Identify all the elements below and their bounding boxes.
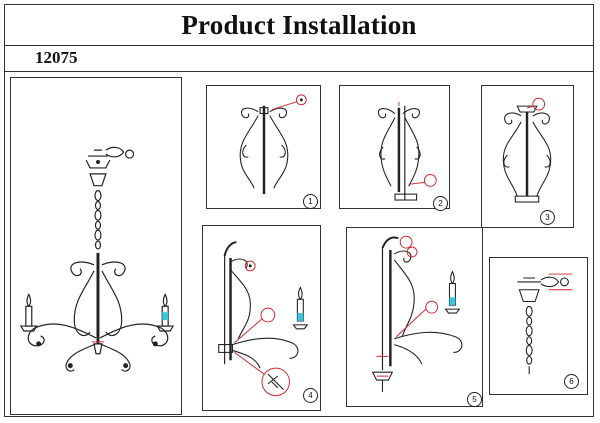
step-2-number: 2	[433, 196, 448, 211]
assembled-chandelier-illustration	[19, 146, 175, 372]
step-1-panel: 1	[206, 85, 321, 209]
installation-sheet: Product Installation 12075	[4, 4, 594, 417]
step-6-illustration	[517, 273, 573, 375]
step-3-number: 3	[540, 210, 555, 225]
step-4-illustration	[218, 241, 309, 397]
page-title: Product Installation	[181, 9, 417, 40]
title-bar: Product Installation	[5, 5, 593, 46]
step-5-number: 5	[467, 392, 482, 407]
model-bar: 12075	[5, 45, 593, 72]
step-2-panel: 2	[339, 85, 450, 211]
model-number: 12075	[35, 48, 78, 67]
step-4-number: 4	[303, 388, 318, 403]
step-1-number: 1	[303, 194, 318, 209]
step-1-illustration	[239, 94, 307, 195]
step-4-panel: 4	[202, 225, 321, 411]
assembled-chandelier-panel	[10, 77, 182, 415]
step-5-panel: 5	[346, 227, 483, 407]
step-3-illustration	[502, 97, 552, 203]
step-6-number: 6	[564, 374, 579, 389]
step-3-panel: 3	[481, 85, 574, 228]
step-2-illustration	[377, 101, 437, 201]
step-6-panel: 6	[489, 257, 588, 395]
step-5-illustration	[371, 235, 463, 392]
